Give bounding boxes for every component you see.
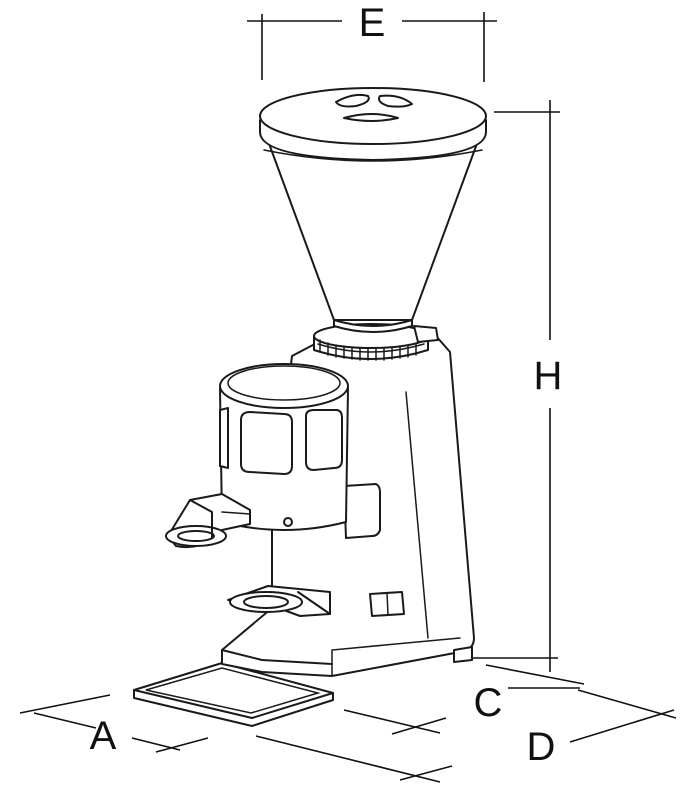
bean-hopper (259, 87, 487, 333)
doser (219, 363, 349, 531)
drip-tray (133, 662, 334, 727)
doser-fork (165, 493, 251, 549)
label-e: E (359, 1, 386, 45)
dimension-h (468, 100, 560, 672)
hopper-lid-openings (335, 93, 413, 122)
dimension-c (343, 664, 585, 735)
label-a: A (90, 714, 117, 758)
dimension-d (255, 689, 677, 783)
dimension-a (19, 694, 209, 753)
dosing-lever (343, 483, 381, 539)
portafilter-fork (227, 585, 331, 617)
dimension-e (247, 12, 497, 82)
power-switch (369, 591, 405, 617)
label-c: C (474, 681, 503, 725)
label-h: H (534, 354, 563, 398)
label-d: D (527, 725, 556, 769)
